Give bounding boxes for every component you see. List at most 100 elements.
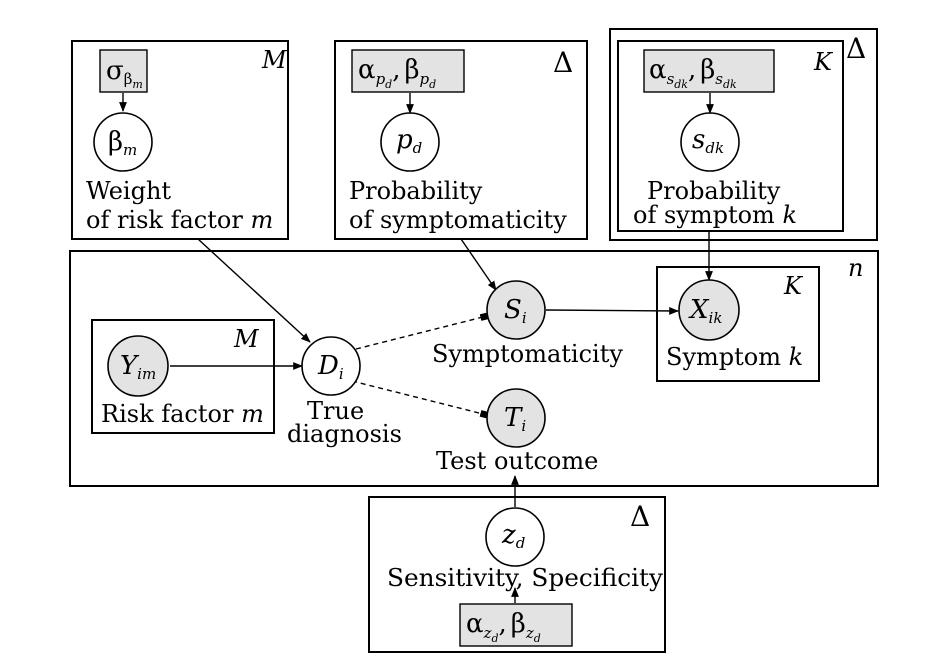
- edge-S-to-X: [545, 307, 679, 315]
- svg-text:βm: βm: [108, 127, 137, 159]
- plate-risk-factor: M: [91, 319, 275, 434]
- svg-text:pd: pd: [396, 125, 422, 157]
- caption-risk-factor-text: Risk factor: [101, 400, 241, 428]
- svg-text:Ti: Ti: [504, 403, 526, 435]
- comma-p: ,: [392, 55, 400, 85]
- D-sub: i: [339, 365, 344, 383]
- edge-D-to-T: [351, 380, 488, 419]
- edge-p-to-S: [460, 238, 497, 291]
- alpha-z-symbol: α: [466, 609, 484, 639]
- hyper-alpha-beta-p: αpd,βpd: [351, 49, 465, 93]
- sigma-subsub: m: [132, 78, 142, 91]
- caption-symp-prob-line2: of symptomaticity: [349, 206, 567, 234]
- caption-risk-factor: Risk factor m: [101, 400, 264, 428]
- node-Y: Yim: [107, 335, 169, 397]
- sigma-symbol: σ: [106, 56, 124, 86]
- node-beta: βm: [93, 112, 153, 172]
- plate-label-delta-symptomaticity: Δ: [553, 46, 573, 79]
- svg-text:αsdk,βsdk: αsdk,βsdk: [649, 55, 737, 91]
- alpha-p-subsub: d: [385, 78, 392, 91]
- Y-symbol: Y: [120, 351, 140, 381]
- T-symbol: T: [504, 403, 523, 433]
- caption-symptom-prob-text: of symptom: [633, 201, 782, 229]
- hyper-alpha-beta-z: αzd,βzd: [459, 603, 573, 647]
- X-sub: ik: [709, 309, 723, 327]
- svg-text:sdk: sdk: [692, 125, 724, 157]
- plate-label-M-risk: M: [233, 325, 260, 353]
- caption-symptom-prob-line2: of symptom k: [633, 201, 797, 229]
- plate-label-delta-symptom: Δ: [846, 32, 866, 65]
- caption-risk-factor-var: m: [241, 400, 264, 428]
- svg-text:zd: zd: [501, 520, 525, 552]
- beta-z-sub: z: [525, 624, 534, 642]
- comma-z: ,: [499, 609, 507, 639]
- caption-true-line1: True: [307, 397, 364, 425]
- caption-symp-prob-line1: Probability: [349, 177, 483, 205]
- s-sub: dk: [705, 139, 724, 157]
- svg-text:Si: Si: [504, 295, 527, 327]
- sigma-sub: β: [124, 70, 133, 88]
- S-sub: i: [522, 309, 527, 327]
- caption-test-outcome: Test outcome: [436, 447, 598, 475]
- caption-weight-line1: Weight: [86, 177, 171, 205]
- T-sub: i: [521, 417, 526, 435]
- svg-text:σβm: σβm: [106, 56, 143, 91]
- X-symbol: X: [688, 295, 710, 325]
- Y-sub: im: [137, 365, 156, 383]
- plate-individuals: n: [69, 250, 879, 487]
- alpha-z-subsub: d: [491, 632, 498, 645]
- alpha-p-symbol: α: [358, 55, 376, 85]
- z-sub: d: [516, 534, 526, 552]
- beta-sub: m: [123, 141, 137, 159]
- D-symbol: D: [317, 351, 339, 381]
- beta-s-sub: s: [715, 70, 723, 88]
- svg-text:Xik: Xik: [688, 295, 722, 327]
- plate-label-K-symptom: K: [783, 272, 804, 300]
- svg-text:Yim: Yim: [120, 351, 156, 383]
- plate-symptom-prob-outer: Δ: [609, 28, 878, 241]
- z-symbol: z: [501, 520, 516, 550]
- hyper-sigma-beta: σβm: [99, 49, 148, 93]
- node-S: Si: [486, 280, 546, 340]
- beta-z-subsub: d: [534, 632, 541, 645]
- caption-sens-spec: Sensitivity, Specificity: [387, 564, 663, 592]
- p-symbol: p: [396, 125, 413, 155]
- edge-D-to-S: [355, 312, 488, 350]
- hyper-alpha-beta-s: αsdk,βsdk: [643, 49, 775, 93]
- plate-label-K-symptom-prob: K: [813, 48, 834, 76]
- alpha-s-subsub: dk: [674, 78, 688, 91]
- node-z: zd: [485, 507, 545, 567]
- plate-symptom: K: [656, 266, 820, 382]
- alpha-p-sub: p: [376, 70, 386, 88]
- beta-s-symbol: β: [700, 55, 715, 85]
- plate-label-n: n: [848, 254, 863, 282]
- caption-symptom: Symptom k: [666, 343, 803, 371]
- p-sub: d: [413, 139, 423, 157]
- caption-symptomaticity: Symptomaticity: [432, 340, 623, 368]
- node-X: Xik: [678, 279, 740, 341]
- comma-s: ,: [688, 55, 696, 85]
- caption-symptom-var: k: [789, 343, 804, 371]
- node-D: Di: [301, 336, 361, 396]
- s-symbol: s: [692, 125, 705, 155]
- edge-beta-to-D: [197, 238, 311, 343]
- plate-symptom-prob-inner: K: [617, 40, 844, 232]
- plate-risk-weight: M: [71, 40, 289, 240]
- caption-symptom-text: Symptom: [666, 343, 789, 371]
- beta-z-symbol: β: [511, 609, 526, 639]
- caption-symptom-prob-line1: Probability: [647, 177, 781, 205]
- svg-text:αzd,βzd: αzd,βzd: [466, 609, 541, 645]
- alpha-s-sub: s: [667, 70, 675, 88]
- alpha-z-sub: z: [483, 624, 492, 642]
- beta-p-sub: p: [420, 70, 430, 88]
- node-p: pd: [380, 112, 440, 172]
- alpha-s-symbol: α: [649, 55, 667, 85]
- caption-weight-text: of risk factor: [86, 206, 250, 234]
- caption-symptom-prob-var: k: [782, 201, 797, 229]
- caption-true-line2: diagnosis: [287, 420, 402, 448]
- beta-s-subsub: dk: [723, 78, 737, 91]
- plate-label-M-weight: M: [261, 46, 288, 74]
- plate-label-delta-test: Δ: [630, 500, 650, 533]
